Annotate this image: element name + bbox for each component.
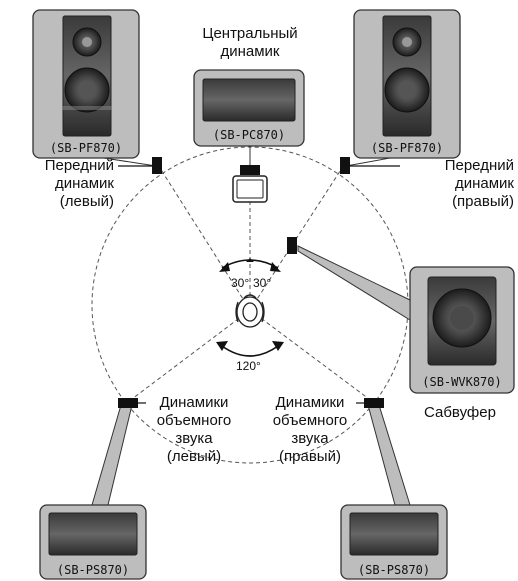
surround-left-label-line2: объемного <box>156 412 232 429</box>
rear-angle-arc <box>221 345 279 357</box>
center-speaker-panel <box>193 69 305 147</box>
front-left-label-line3: (левый) <box>59 193 114 210</box>
surround-right-label-line2: объемного <box>272 412 348 429</box>
subwoofer-callout <box>297 245 411 321</box>
front-left-label-line2: динамик <box>54 175 114 192</box>
surround-right-marker <box>364 398 384 408</box>
front-left-label: Передний динамик (левый) <box>8 157 114 211</box>
center-speaker-label-line2: динамик <box>220 43 280 60</box>
surround-right-label-line1: Динамики <box>275 394 345 411</box>
arrow-rear-right <box>272 341 284 351</box>
listener-icon <box>235 294 265 328</box>
surround-right-speaker-panel <box>340 504 448 580</box>
front-right-speaker-panel <box>353 9 461 159</box>
front-right-label-line3: (правый) <box>452 193 514 210</box>
surround-right-label: Динамики объемного звука (правый) <box>262 394 358 466</box>
arrow-front-left <box>219 262 230 272</box>
surround-left-model: (SB-PS870) <box>57 563 129 577</box>
subwoofer-marker <box>287 237 297 254</box>
subwoofer-model: (SB-WVK870) <box>422 375 501 389</box>
center-speaker-label-line1: Центральный <box>202 25 298 42</box>
surround-left-marker <box>118 398 138 408</box>
front-right-label-line1: Передний <box>444 157 514 174</box>
surround-left-label-line4: (левый) <box>166 448 222 465</box>
label-ticks <box>118 165 400 404</box>
speaker-markers <box>118 157 384 408</box>
front-left-callout <box>103 157 157 167</box>
subwoofer-label: Сабвуфер <box>424 404 496 421</box>
surround-right-label-line4: (правый) <box>279 448 341 465</box>
center-marker <box>240 165 260 175</box>
tv-icon <box>232 175 268 203</box>
arrow-rear-left <box>216 341 228 351</box>
arrow-front-center <box>246 258 254 262</box>
center-speaker-label: Центральный динамик <box>182 25 318 61</box>
surround-right-model: (SB-PS870) <box>358 563 430 577</box>
angle-front-right-label: 30° <box>253 276 271 290</box>
angle-rear-label: 120° <box>236 359 261 373</box>
front-left-model: (SB-PF870) <box>50 141 122 155</box>
angle-front-left-label: 30° <box>231 276 249 290</box>
surround-left-speaker-panel <box>39 504 147 580</box>
front-right-model: (SB-PF870) <box>371 141 443 155</box>
subwoofer-panel <box>409 266 515 394</box>
front-left-label-line1: Передний <box>44 157 114 174</box>
arrow-front-right <box>270 262 281 272</box>
surround-left-callout <box>91 404 133 506</box>
front-right-callout <box>345 157 391 167</box>
front-right-label: Передний динамик (правый) <box>404 157 514 211</box>
surround-right-label-line3: звука <box>291 430 329 447</box>
surround-left-label-line3: звука <box>175 430 213 447</box>
surround-right-callout <box>367 404 411 506</box>
front-right-marker <box>340 157 350 174</box>
surround-left-label-line1: Динамики <box>159 394 229 411</box>
front-left-speaker-panel <box>32 9 140 159</box>
surround-left-label: Динамики объемного звука (левый) <box>146 394 242 466</box>
front-right-label-line2: динамик <box>454 175 514 192</box>
front-left-marker <box>152 157 162 174</box>
center-model: (SB-PC870) <box>213 128 285 142</box>
